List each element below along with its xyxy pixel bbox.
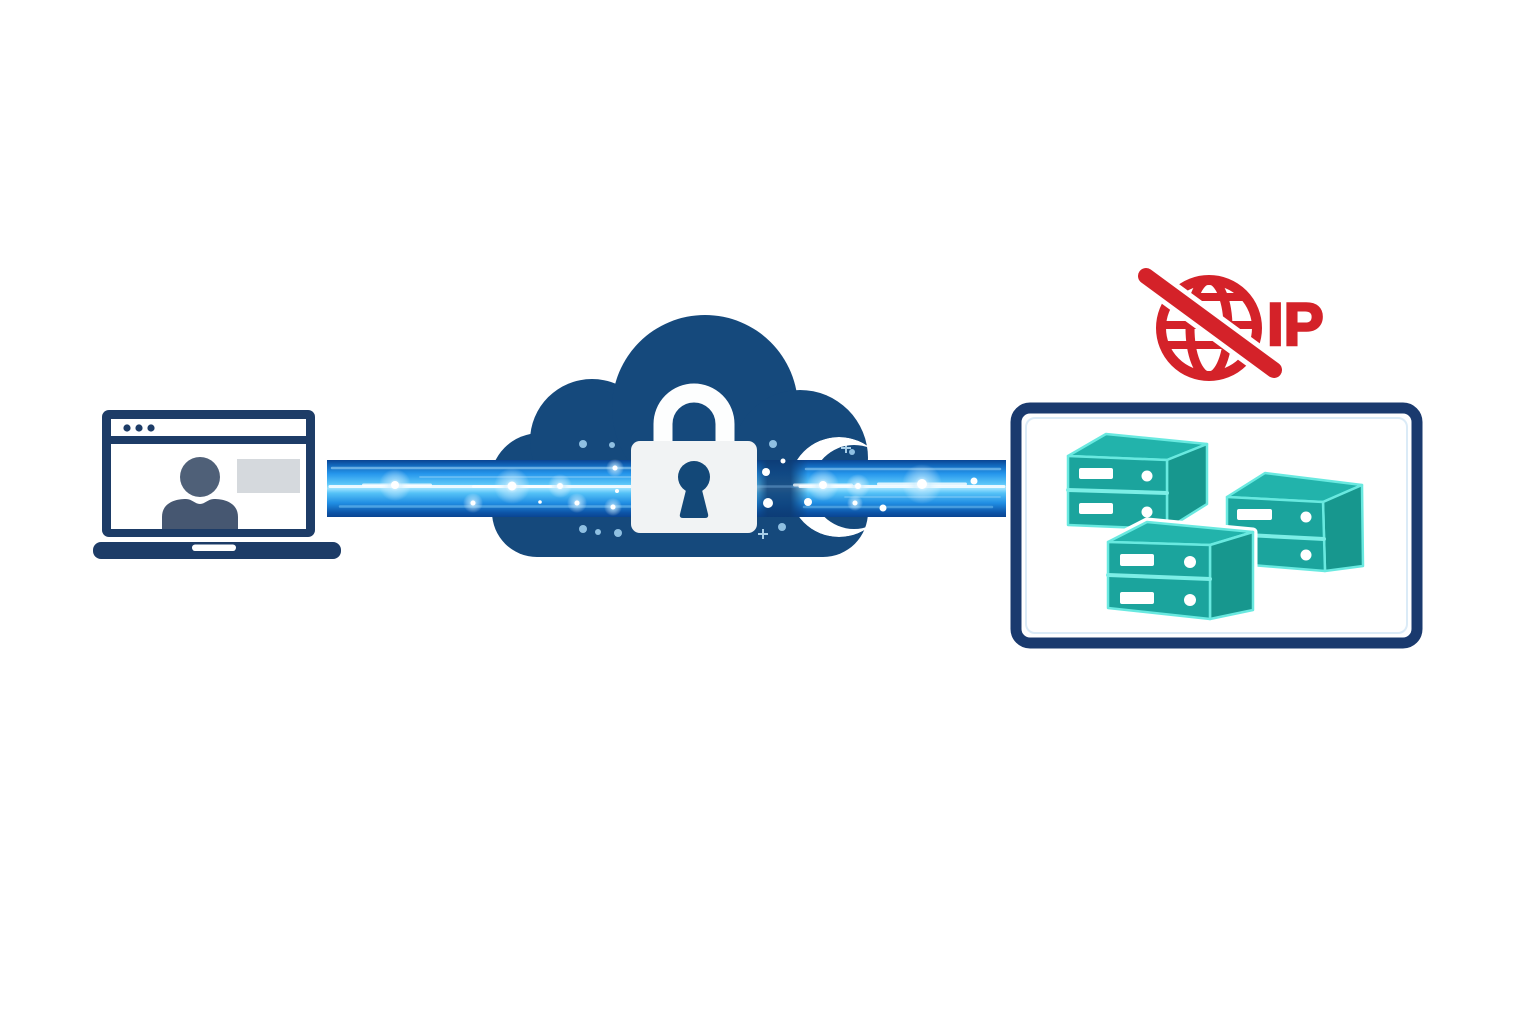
server-panel [1010,402,1423,649]
server-panel-inner-line [1025,417,1408,634]
beam-encrypted-segment [750,460,808,517]
padlock-shackle [653,383,735,446]
padlock-icon [631,383,757,533]
laptop-base-notch [192,544,236,551]
server-icon [1066,432,1209,531]
server-icon [1103,517,1258,625]
laptop-icon [93,410,341,559]
prohibition-slash-icon [1138,268,1282,378]
user-avatar-icon [162,457,238,529]
browser-toolbar-divider [111,436,306,444]
no-ip-label: IP [1267,291,1324,358]
browser-window-dots [123,424,155,432]
beam-glow-particles [362,458,978,516]
no-ip-badge: IP [1133,263,1325,383]
avatar-head [180,457,220,497]
avatar-shoulders [162,499,238,529]
keyhole-icon [678,461,710,518]
screen-content-block [237,459,300,493]
